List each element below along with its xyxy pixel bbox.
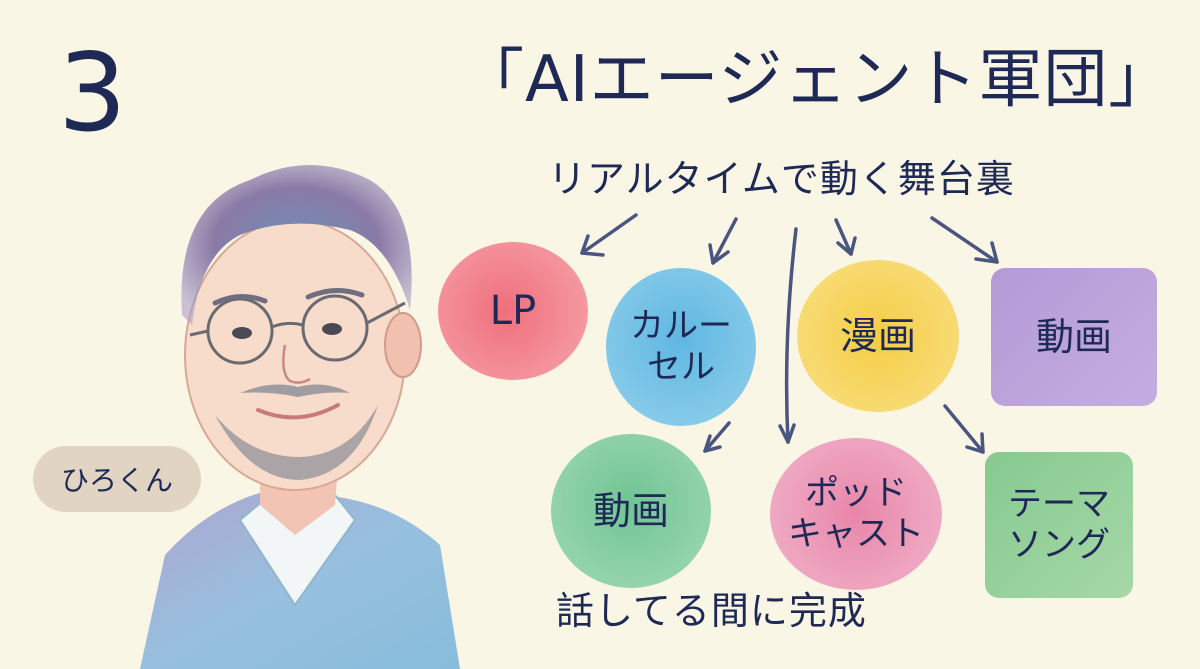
output-video-square: 動画 [991,268,1157,406]
output-lp: LP [438,242,588,380]
portrait-illustration [140,165,460,669]
output-manga: 漫画 [797,260,959,412]
output-theme-song: テーマ ソング [985,452,1133,598]
output-carousel-label: カルー セル [630,305,732,387]
page-title: 「AIエージェント軍団」 [460,43,1174,117]
output-manga-label: 漫画 [839,313,916,358]
footer-caption: 話してる間に完成 [556,589,867,633]
output-lp-label: LP [489,287,537,334]
output-theme-song-label: テーマ ソング [1008,483,1110,565]
page-subtitle: リアルタイムで動く舞台裏 [548,157,1015,201]
arrow-to-lp [580,213,638,255]
slide-number: 3 [58,31,127,156]
output-podcast-label: ポッド キャスト [788,472,924,554]
output-podcast: ポッド キャスト [770,438,942,590]
output-video-circle: 動画 [551,434,711,588]
name-badge: ひろくん [33,446,201,512]
output-video-circle-label: 動画 [592,488,669,533]
output-carousel: カルー セル [606,268,756,426]
output-video-square-label: 動画 [1035,314,1112,359]
